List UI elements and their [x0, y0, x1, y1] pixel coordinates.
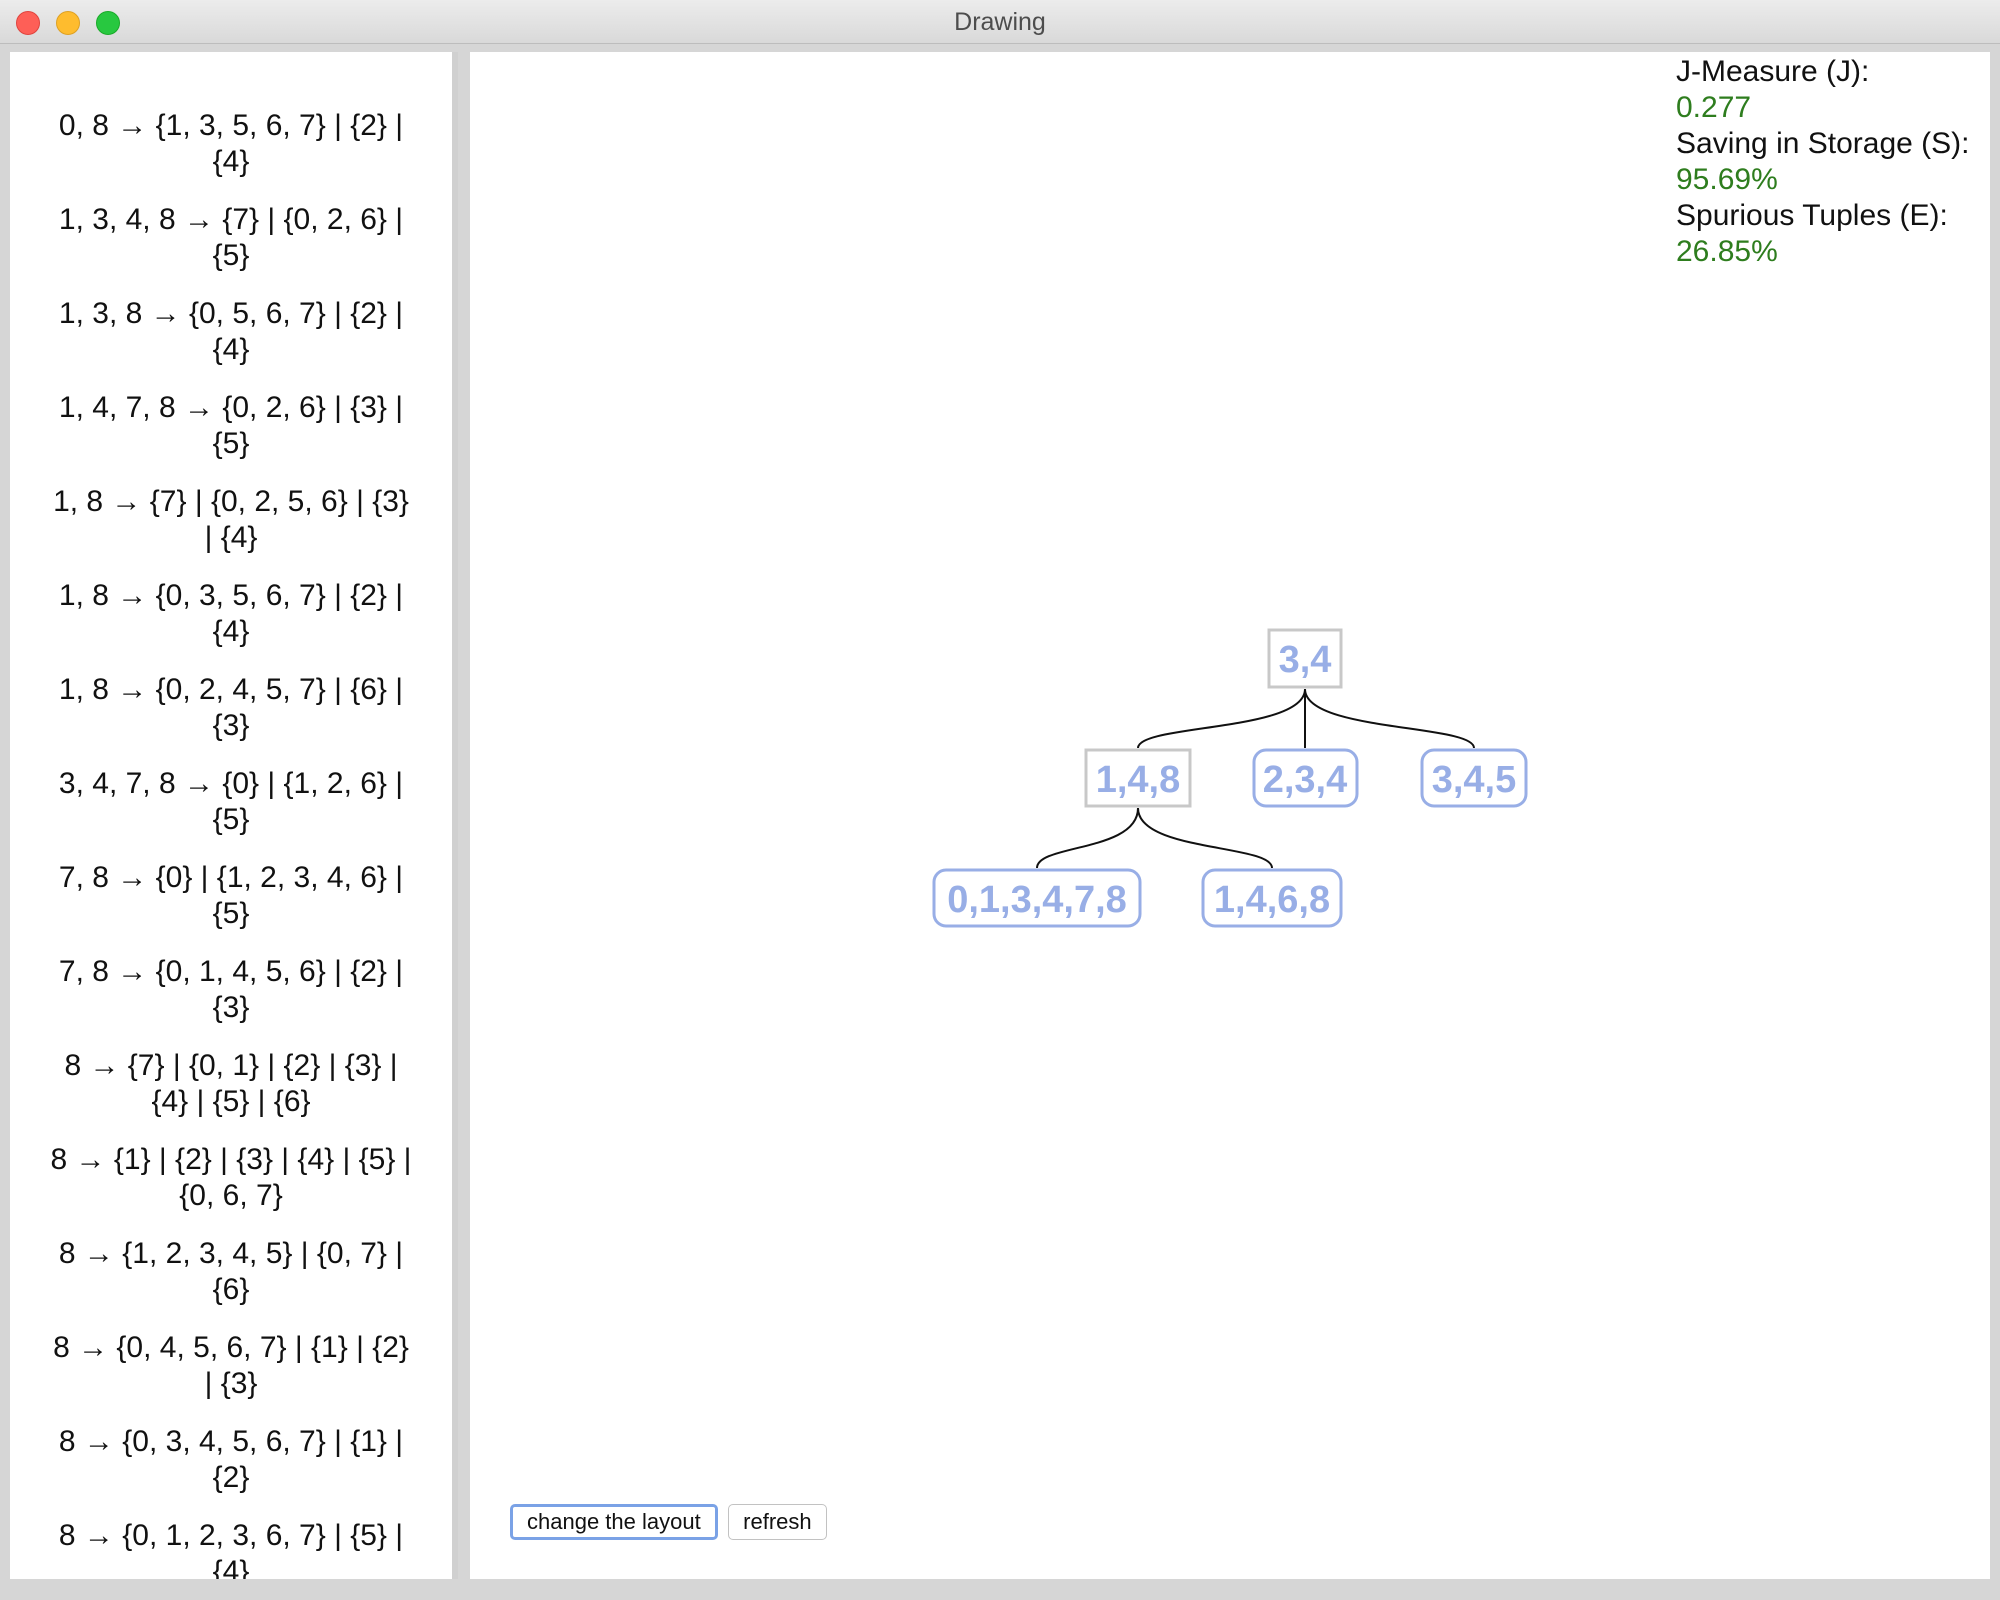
rule-item[interactable]: 1, 3, 4, 8 → {7} | {0, 2, 6} | {5} — [58, 203, 404, 272]
change-layout-button[interactable]: change the layout — [510, 1504, 718, 1540]
saving-storage-label: Saving in Storage (S): — [1676, 127, 1970, 160]
rule-item[interactable]: 0, 8 → {1, 3, 5, 6, 7} | {2} | {4} — [58, 109, 404, 178]
rule-item[interactable]: 1, 8 → {0, 3, 5, 6, 7} | {2} | {4} — [58, 579, 404, 648]
rule-item[interactable]: 3, 4, 7, 8 → {0} | {1, 2, 6} | {5} — [58, 767, 404, 836]
rule-item[interactable]: 7, 8 → {0, 1, 4, 5, 6} | {2} | {3} — [58, 955, 404, 1024]
tree-edge — [1036, 807, 1139, 869]
rule-item[interactable]: 1, 8 → {0, 2, 4, 5, 7} | {6} | {3} — [58, 673, 404, 742]
tree-node-bag[interactable]: 0,1,3,4,7,8 — [932, 868, 1142, 928]
rule-item[interactable]: ↓ {5} — [10, 52, 452, 100]
close-window-button[interactable] — [16, 11, 40, 35]
tree-node-separator[interactable]: 1,4,8 — [1084, 748, 1192, 808]
node-label: 0,1,3,4,7,8 — [947, 879, 1127, 921]
spurious-tuples-value: 26.85% — [1676, 235, 1778, 268]
node-label: 1,4,8 — [1096, 759, 1181, 801]
tree-edge — [1137, 807, 1273, 869]
tree-edge — [1137, 688, 1306, 749]
rule-item[interactable]: 1, 3, 8 → {0, 5, 6, 7} | {2} | {4} — [58, 297, 404, 366]
node-label: 1,4,6,8 — [1214, 879, 1330, 921]
rule-item[interactable]: 8 → {1, 2, 3, 4, 5} | {0, 7} | {6} — [58, 1237, 404, 1306]
tree-node-bag[interactable]: 3,4,5 — [1420, 748, 1528, 808]
metrics-panel: J-Measure (J): 0.277 Saving in Storage (… — [1676, 54, 1990, 270]
tree-node-separator[interactable]: 3,4 — [1267, 628, 1343, 689]
maximize-window-button[interactable] — [96, 11, 120, 35]
node-label: 2,3,4 — [1263, 759, 1348, 801]
tree-edge — [1304, 688, 1475, 749]
node-label: 3,4,5 — [1432, 759, 1517, 801]
rule-item[interactable]: 1, 8 → {7} | {0, 2, 5, 6} | {3} | {4} — [53, 485, 409, 554]
window-title: Drawing — [954, 8, 1046, 36]
rule-item[interactable]: 8 → {0, 3, 4, 5, 6, 7} | {1} | {2} — [58, 1425, 404, 1494]
rule-item[interactable]: 7, 8 → {0} | {1, 2, 3, 4, 6} | {5} — [58, 861, 404, 930]
rule-list-panel[interactable]: ↓ {5} 0, 8 → {1, 3, 5, 6, 7} | {2} | {4} 1… — [10, 52, 452, 1579]
node-label: 3,4 — [1279, 639, 1332, 681]
rule-item[interactable]: 1, 4, 7, 8 → {0, 2, 6} | {3} | {5} — [58, 391, 404, 460]
rule-item[interactable]: 8 → {0, 4, 5, 6, 7} | {1} | {2} | {3} — [53, 1331, 409, 1400]
j-measure-value: 0.277 — [1676, 91, 1752, 124]
rule-list: ↓ {5} 0, 8 → {1, 3, 5, 6, 7} | {2} | {4} 1… — [10, 52, 452, 1579]
rule-item[interactable]: 8 → {1} | {2} | {3} | {4} | {5} | {0, 6,… — [50, 1143, 412, 1212]
join-tree-diagram: 3,4 1,4,8 2,3,4 3,4,5 0,1,3,4,7,8 1,4,6,… — [932, 628, 1528, 928]
tree-node-bag[interactable]: 2,3,4 — [1252, 748, 1359, 808]
spurious-tuples-label: Spurious Tuples (E): — [1676, 199, 1948, 232]
saving-storage-value: 95.69% — [1676, 163, 1778, 196]
tree-node-bag[interactable]: 1,4,6,8 — [1201, 868, 1343, 928]
button-bar: change the layout refresh — [510, 1504, 833, 1540]
rule-item[interactable]: 8 → {0, 1, 2, 3, 6, 7} | {5} | {4} — [58, 1519, 404, 1579]
drawing-canvas[interactable]: J-Measure (J): 0.277 Saving in Storage (… — [470, 52, 1990, 1579]
j-measure-label: J-Measure (J): — [1676, 55, 1870, 88]
rule-item[interactable]: 8 → {7} | {0, 1} | {2} | {3} | {4} | {5}… — [64, 1049, 398, 1118]
sidebar-scrollbar[interactable] — [452, 52, 458, 1579]
title-bar: Drawing — [0, 0, 2000, 44]
minimize-window-button[interactable] — [56, 11, 80, 35]
refresh-button[interactable]: refresh — [728, 1504, 827, 1540]
